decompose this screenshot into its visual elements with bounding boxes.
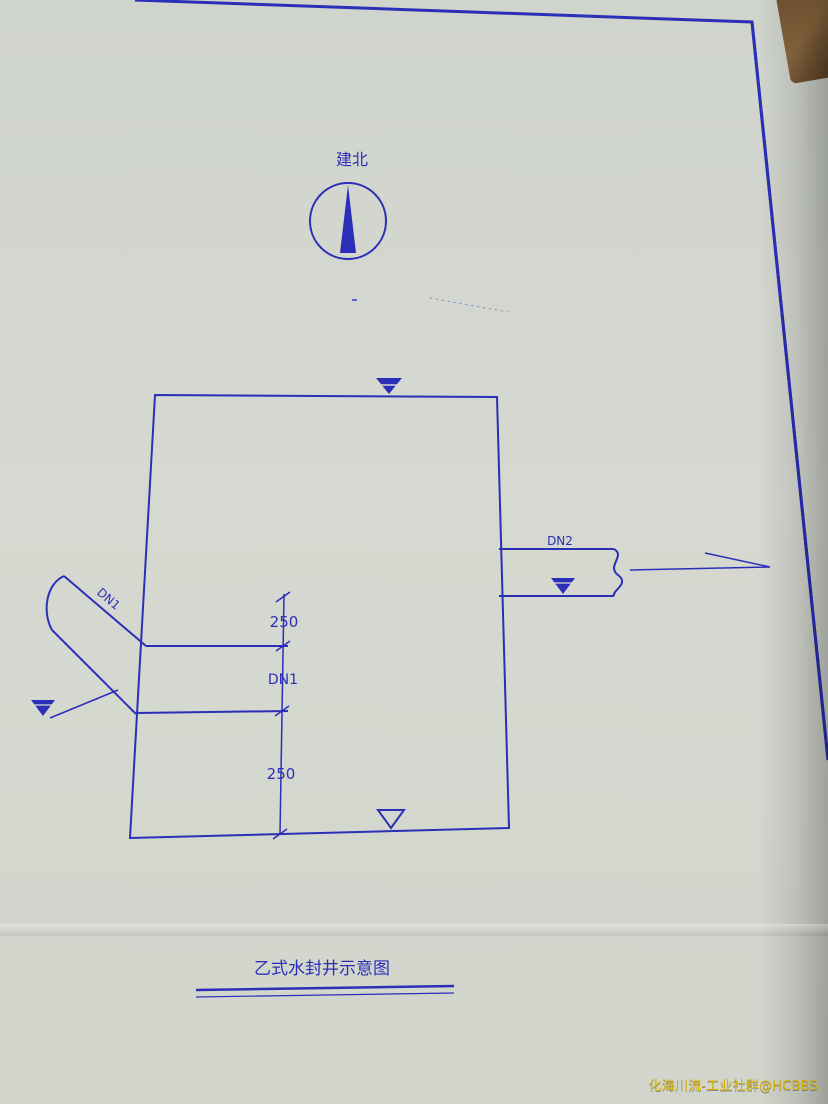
dimension-tick-1 <box>275 591 291 603</box>
outlet-pipe-label: DN2 <box>547 534 573 548</box>
north-arrow-needle <box>340 185 356 253</box>
dimension-tick-2 <box>275 640 291 652</box>
dimension-chain: 250 DN1 250 <box>267 591 299 840</box>
water-level-triangle-icon <box>376 378 402 394</box>
title-underline-1 <box>195 984 455 992</box>
inlet-leader-line <box>49 689 119 719</box>
dimension-tick-3 <box>274 705 290 717</box>
outlet-pipe-dn2: DN2 <box>499 534 771 597</box>
north-arrow: 建北 <box>309 150 387 260</box>
north-label: 建北 <box>336 150 368 169</box>
inlet-water-level-icon <box>31 700 55 716</box>
inlet-pipe-label: DN1 <box>94 585 123 612</box>
outlet-water-level-icon <box>551 578 575 594</box>
north-arrow-icon <box>309 182 387 260</box>
dimension-top-label: 250 <box>270 613 299 631</box>
inlet-pipe-upper <box>63 575 147 647</box>
bottom-elevation-triangle-icon <box>376 809 406 830</box>
sheet-border-right <box>750 21 828 761</box>
inlet-pipe-dn1: DN1 <box>31 575 147 719</box>
title-block: 乙式水封井示意图 <box>195 959 455 998</box>
dimension-middle-label: DN1 <box>268 672 298 688</box>
drawing-title: 乙式水封井示意图 <box>254 959 390 979</box>
inlet-pipe-lower <box>51 629 137 715</box>
dimension-bottom-label: 250 <box>267 765 296 783</box>
inlet-pipe-break <box>45 575 65 631</box>
outlet-pipe-break <box>612 548 624 597</box>
watermark-text: 化海川流-工业社群@HCBBS <box>648 1079 818 1094</box>
pipe-bottom-elevation-line <box>135 710 289 714</box>
title-underline-2 <box>195 992 455 998</box>
outlet-flow-arrow <box>629 552 771 571</box>
well-outline <box>128 393 511 840</box>
faint-mark <box>429 297 509 313</box>
dimension-line <box>279 593 285 835</box>
dimension-tick-4 <box>272 828 288 840</box>
